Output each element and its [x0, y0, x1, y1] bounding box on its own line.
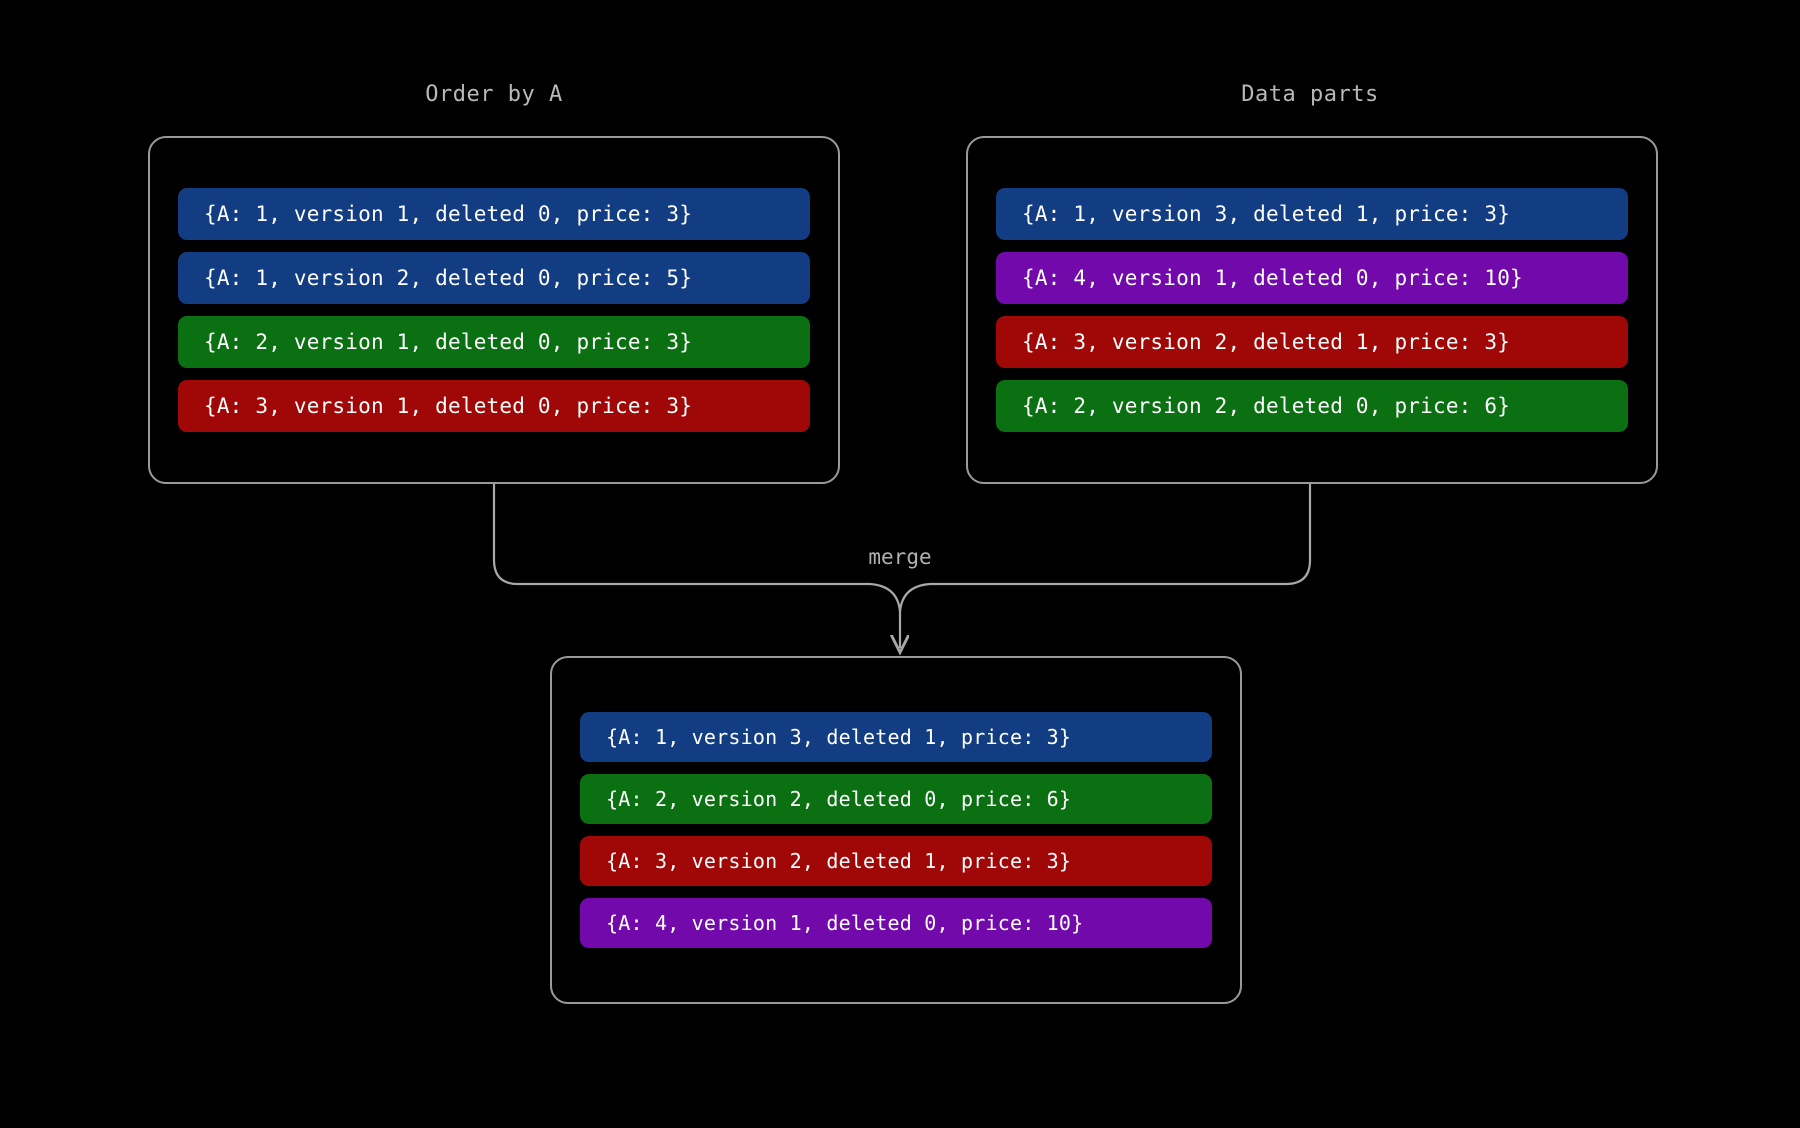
row-label: {A: 1, version 3, deleted 1, price: 3}	[1022, 202, 1511, 226]
connector-path-merge-join	[898, 582, 931, 613]
merge-result-panel: {A: 1, version 3, deleted 1, price: 3} {…	[550, 656, 1242, 1004]
order-by-panel-title: Order by A	[425, 82, 563, 107]
data-parts-panel: {A: 1, version 3, deleted 1, price: 3} {…	[966, 136, 1658, 484]
connector-path-left	[492, 483, 870, 586]
table-row: {A: 3, version 2, deleted 1, price: 3}	[996, 316, 1628, 368]
data-parts-row-list: {A: 1, version 3, deleted 1, price: 3} {…	[968, 138, 1656, 482]
table-row: {A: 3, version 2, deleted 1, price: 3}	[580, 836, 1212, 886]
row-label: {A: 1, version 3, deleted 1, price: 3}	[606, 725, 1072, 749]
row-label: {A: 2, version 2, deleted 0, price: 6}	[1022, 394, 1511, 418]
table-row: {A: 1, version 2, deleted 0, price: 5}	[178, 252, 810, 304]
table-row: {A: 3, version 1, deleted 0, price: 3}	[178, 380, 810, 432]
row-label: {A: 2, version 2, deleted 0, price: 6}	[606, 787, 1072, 811]
order-by-row-list: {A: 1, version 1, deleted 0, price: 3} {…	[150, 138, 838, 482]
row-label: {A: 3, version 1, deleted 0, price: 3}	[204, 394, 693, 418]
row-label: {A: 1, version 1, deleted 0, price: 3}	[204, 202, 693, 226]
merge-label: merge	[868, 545, 932, 569]
row-label: {A: 2, version 1, deleted 0, price: 3}	[204, 330, 693, 354]
row-label: {A: 4, version 1, deleted 0, price: 10}	[1022, 266, 1523, 290]
row-label: {A: 1, version 2, deleted 0, price: 5}	[204, 266, 693, 290]
connector-path-right	[930, 483, 1312, 586]
merge-result-row-list: {A: 1, version 3, deleted 1, price: 3} {…	[552, 658, 1240, 1002]
table-row: {A: 2, version 2, deleted 0, price: 6}	[580, 774, 1212, 824]
row-label: {A: 3, version 2, deleted 1, price: 3}	[606, 849, 1072, 873]
connector-path-merge-arrow	[869, 582, 900, 648]
table-row: {A: 4, version 1, deleted 0, price: 10}	[996, 252, 1628, 304]
table-row: {A: 2, version 2, deleted 0, price: 6}	[996, 380, 1628, 432]
row-label: {A: 4, version 1, deleted 0, price: 10}	[606, 911, 1084, 935]
table-row: {A: 2, version 1, deleted 0, price: 3}	[178, 316, 810, 368]
data-parts-panel-title: Data parts	[1241, 82, 1379, 107]
table-row: {A: 1, version 3, deleted 1, price: 3}	[580, 712, 1212, 762]
table-row: {A: 1, version 1, deleted 0, price: 3}	[178, 188, 810, 240]
table-row: {A: 1, version 3, deleted 1, price: 3}	[996, 188, 1628, 240]
order-by-panel: {A: 1, version 1, deleted 0, price: 3} {…	[148, 136, 840, 484]
table-row: {A: 4, version 1, deleted 0, price: 10}	[580, 898, 1212, 948]
row-label: {A: 3, version 2, deleted 1, price: 3}	[1022, 330, 1511, 354]
